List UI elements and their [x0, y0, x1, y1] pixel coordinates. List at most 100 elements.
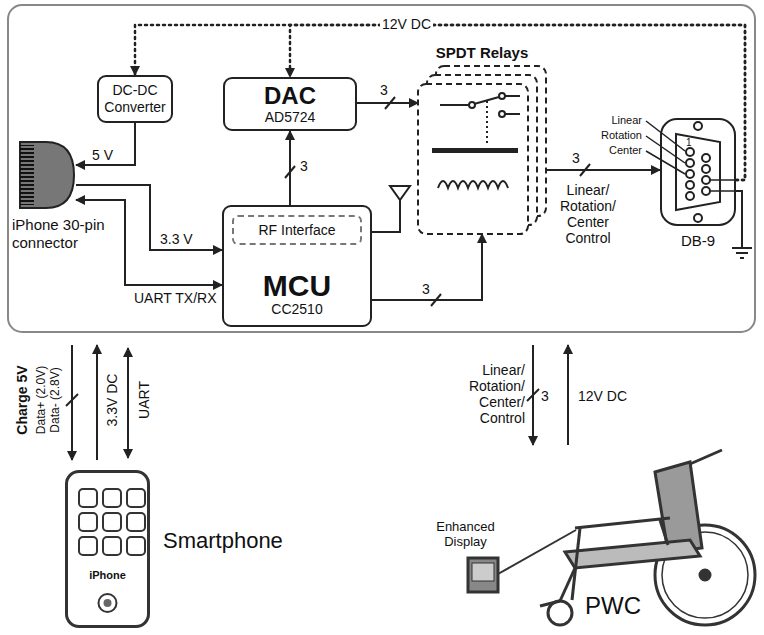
- antenna: [390, 186, 410, 200]
- edge-label: 12V DC: [380, 16, 433, 32]
- edge-label: 3.3 V: [158, 231, 195, 247]
- db9-connector: DB-9: [660, 118, 736, 226]
- phone-icons: [68, 473, 147, 625]
- wheelchair-drawing: [472, 563, 494, 581]
- node-text: DAC: [264, 83, 316, 109]
- wheelchair-drawing: [575, 518, 670, 528]
- db9-shape: [646, 121, 735, 191]
- interface-arrows: [127, 348, 129, 458]
- db9-shape: [702, 154, 710, 162]
- power-line: [135, 25, 745, 180]
- ground-symbol: [736, 191, 742, 248]
- db9-shape: [702, 165, 710, 173]
- db9-shape: [686, 170, 694, 178]
- relay-stack: [418, 84, 528, 234]
- node-text: RF Interface: [258, 222, 335, 238]
- phone-icons: [104, 599, 112, 607]
- wheelchair-drawing: [468, 450, 755, 625]
- node-text: DB-9: [660, 232, 736, 249]
- antenna: [372, 186, 410, 232]
- db9-shape: [646, 136, 685, 163]
- edge-label: 3: [298, 158, 310, 174]
- db9-shape: [686, 148, 710, 200]
- edge-label: 3: [420, 281, 432, 297]
- signal-label: Linear/ Rotation/ Center Control: [548, 182, 628, 246]
- connector-shape: [18, 140, 76, 210]
- relay-stack: [418, 66, 546, 234]
- relay-stack: [469, 102, 475, 108]
- node-text: iPhone 30-pin connector: [12, 216, 112, 252]
- node-text: DC-DC Converter: [103, 82, 167, 116]
- bus-slash: [285, 166, 295, 178]
- edge-label: 3: [570, 150, 582, 166]
- db9-shape: [710, 190, 735, 192]
- signal-label: Charge 5V: [14, 365, 30, 434]
- db9-shape: [686, 159, 694, 167]
- db9-shape: [694, 214, 702, 222]
- phone-icons: [103, 489, 121, 507]
- signal-label: Rotation: [560, 129, 642, 142]
- db9-shape: [686, 192, 694, 200]
- signal-label: UART: [136, 381, 152, 419]
- wheelchair-drawing: [560, 568, 575, 601]
- relay-stack: [486, 101, 488, 146]
- db9-shape: [686, 181, 694, 189]
- signal-label: 3.3V DC: [104, 374, 120, 427]
- db9-shape: [694, 122, 702, 130]
- signal-label: Enhanced Display: [418, 520, 513, 550]
- phone-icons: [103, 513, 121, 531]
- wheelchair-drawing: [700, 570, 710, 580]
- phone-icons: [79, 489, 97, 507]
- signal-arrow: [76, 123, 135, 165]
- signal-label: Linear/ Rotation/ Center/ Control: [440, 362, 525, 426]
- signal-label: 12V DC: [578, 388, 627, 404]
- db9-shape: [702, 176, 710, 184]
- wheelchair-drawing: [690, 450, 722, 464]
- phone-icons: [79, 513, 97, 531]
- db9-shape: [660, 118, 736, 226]
- edge-label: UART TX/RX: [132, 290, 218, 306]
- signal-label: Data+ (2.0V): [35, 366, 49, 434]
- wheelchair-drawing: [660, 520, 668, 545]
- signal-arrow: [289, 131, 291, 205]
- relay-stack: [499, 111, 505, 117]
- mcu-box: MCUCC2510RF Interface: [222, 205, 372, 327]
- signal-label: Linear: [560, 114, 642, 127]
- phone-icons: [79, 489, 145, 555]
- connector-shape: [20, 142, 74, 208]
- db9-shape: [702, 187, 710, 195]
- signal-label: Data- (2.8V): [49, 367, 63, 432]
- db9-shape: [686, 148, 694, 156]
- wheelchair-drawing: [468, 558, 498, 592]
- db9-shape: [661, 119, 735, 225]
- signal-arrow: [372, 234, 482, 300]
- relay-stack: [499, 93, 505, 99]
- phone-icons: [79, 537, 97, 555]
- node-text: AD5724: [265, 109, 316, 125]
- bus-slash: [431, 294, 441, 306]
- relay-bank: SPDT Relays: [418, 44, 546, 234]
- wheelchair-drawing: [540, 601, 560, 606]
- db9-shape: [710, 179, 735, 181]
- wheelchair-drawing: [565, 540, 700, 568]
- signal-arrow: [76, 200, 222, 285]
- wheelchair-drawing: [572, 528, 580, 600]
- interface-arrows: [66, 394, 78, 406]
- ground-symbol: [736, 252, 748, 254]
- node-text: SPDT Relays: [418, 44, 546, 61]
- wheelchair-drawing: [498, 530, 576, 574]
- edge-label: 3: [378, 82, 390, 98]
- wheelchair-drawing: [655, 462, 702, 552]
- bus-slash: [385, 97, 395, 109]
- phone-icons: [127, 513, 145, 531]
- db9-shape: [646, 121, 685, 151]
- phone-icons: [99, 594, 117, 612]
- interface-arrows: [66, 345, 568, 460]
- antenna: [372, 200, 400, 232]
- rf-interface: RF Interface: [232, 215, 362, 245]
- relay-stack: [505, 95, 520, 97]
- power-line: [290, 25, 745, 180]
- phone-icons: [127, 537, 145, 555]
- iphone-connector: iPhone 30-pin connector: [18, 140, 76, 210]
- signal-arrow: [357, 102, 418, 104]
